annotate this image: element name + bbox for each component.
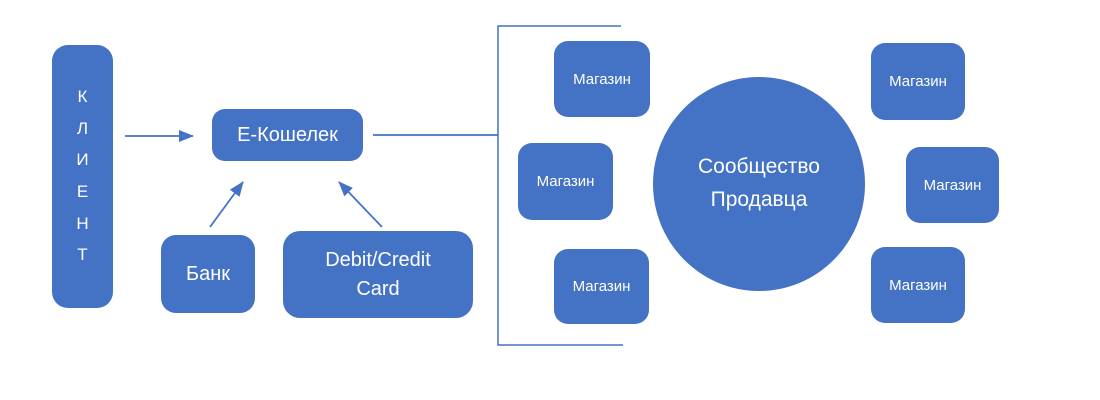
seller-community-circle: Сообщество Продавца xyxy=(653,77,865,291)
bank-to-ewallet-arrow xyxy=(209,181,244,228)
store-label: Магазин xyxy=(572,278,631,295)
card-label-line: Debit/Credit xyxy=(325,248,431,271)
client-letter: И xyxy=(76,150,89,170)
store-label: Магазин xyxy=(573,70,631,88)
ewallet-label: Е-Кошелек xyxy=(237,123,338,146)
store-node-left-middle: Магазин xyxy=(518,143,613,220)
client-letter: Т xyxy=(77,245,88,265)
store-node-left-bottom: Магазин xyxy=(554,249,649,324)
store-label: Магазин xyxy=(923,176,982,194)
store-node-right-middle: Магазин xyxy=(906,147,999,223)
community-label-line: Сообщество xyxy=(698,155,820,179)
store-label: Магазин xyxy=(889,73,947,90)
client-node: К Л И Е Н Т xyxy=(52,45,113,308)
debit-credit-card-node: Debit/Credit Card xyxy=(283,231,473,318)
card-to-ewallet-arrow xyxy=(338,181,383,228)
card-label-line: Card xyxy=(356,277,400,300)
store-node-left-top: Магазин xyxy=(554,41,650,117)
bank-label: Банк xyxy=(185,262,231,285)
client-letter: Н xyxy=(76,213,89,233)
client-letter: Л xyxy=(76,118,89,138)
store-node-right-top: Магазин xyxy=(871,43,965,120)
store-node-right-bottom: Магазин xyxy=(871,247,965,323)
store-label: Магазин xyxy=(536,173,595,190)
client-letter: К xyxy=(77,86,88,106)
ewallet-node: Е-Кошелек xyxy=(212,109,363,161)
community-label-line: Продавца xyxy=(710,188,808,211)
client-letter: Е xyxy=(76,182,89,201)
store-label: Магазин xyxy=(889,276,947,294)
bank-node: Банк xyxy=(161,235,255,313)
